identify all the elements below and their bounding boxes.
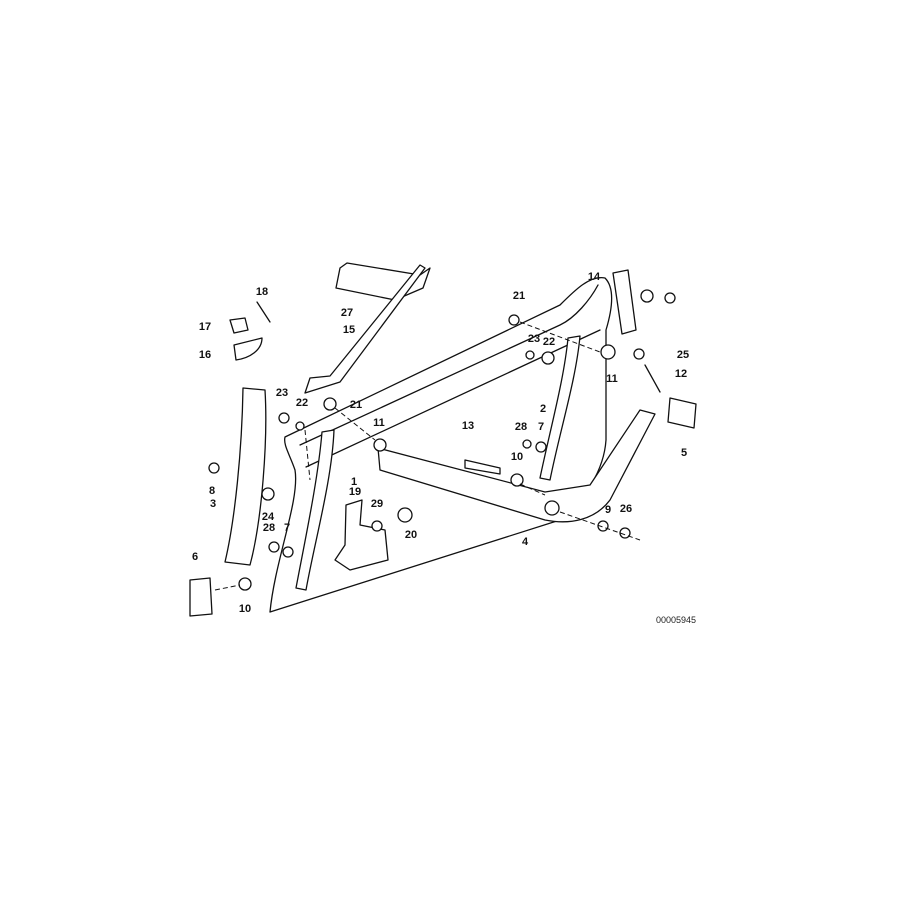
part-15-rail <box>304 264 426 394</box>
callout-27: 27 <box>341 307 353 319</box>
part-1-rail <box>295 429 335 591</box>
part-16-cap <box>233 337 263 361</box>
callout-17: 17 <box>199 321 211 333</box>
part-14-hinge <box>612 269 637 335</box>
callout-13: 13 <box>462 420 474 432</box>
callout-11-right: 11 <box>606 373 618 385</box>
door-inner-line <box>299 284 599 446</box>
callout-8: 8 <box>209 485 215 497</box>
callout-23-right: 23 <box>528 333 540 345</box>
callout-19: 19 <box>349 486 361 498</box>
callout-1: 1 <box>351 476 357 488</box>
part-3-guide <box>224 387 267 566</box>
callout-16: 16 <box>199 349 211 361</box>
callout-2: 2 <box>540 403 546 415</box>
callout-6: 6 <box>192 551 198 563</box>
callout-20: 20 <box>405 529 417 541</box>
part-13-bolt <box>464 459 501 475</box>
callout-4: 4 <box>522 536 529 548</box>
callout-29: 29 <box>371 498 383 510</box>
callout-22-right: 22 <box>543 336 555 348</box>
callout-25: 25 <box>677 349 689 361</box>
callout-26: 26 <box>620 503 632 515</box>
callout-3: 3 <box>210 498 216 510</box>
callout-9: 9 <box>605 504 611 516</box>
assembly-lines <box>214 321 641 591</box>
fasteners <box>208 289 676 591</box>
part-18-screw <box>256 301 271 323</box>
callout-10-right: 10 <box>511 451 523 463</box>
callout-21-right: 21 <box>513 290 525 302</box>
callout-15: 15 <box>343 324 355 336</box>
part-4-arm <box>377 409 656 523</box>
callout-11: 11 <box>373 417 385 429</box>
callout-5: 5 <box>681 447 687 459</box>
callout-18: 18 <box>256 286 268 298</box>
callout-23: 23 <box>276 387 288 399</box>
callout-28: 28 <box>263 522 275 534</box>
part-27-cover <box>335 262 431 301</box>
drawing-code: 00005945 <box>656 615 696 625</box>
callout-10: 10 <box>239 603 251 615</box>
part-19-bracket <box>334 499 389 571</box>
part-6-block <box>189 577 213 617</box>
callout-22: 22 <box>296 397 308 409</box>
callout-12: 12 <box>675 368 687 380</box>
callout-14: 14 <box>588 271 601 283</box>
part-12-pin <box>644 364 661 393</box>
part-2-rail <box>539 335 581 481</box>
callout-28-right: 28 <box>515 421 527 433</box>
callout-24: 24 <box>262 511 275 523</box>
callout-7: 7 <box>284 522 290 534</box>
callout-21: 21 <box>350 399 362 411</box>
part-5-block <box>667 397 697 429</box>
part-17-clip <box>229 317 249 334</box>
callout-7-right: 7 <box>538 421 544 433</box>
